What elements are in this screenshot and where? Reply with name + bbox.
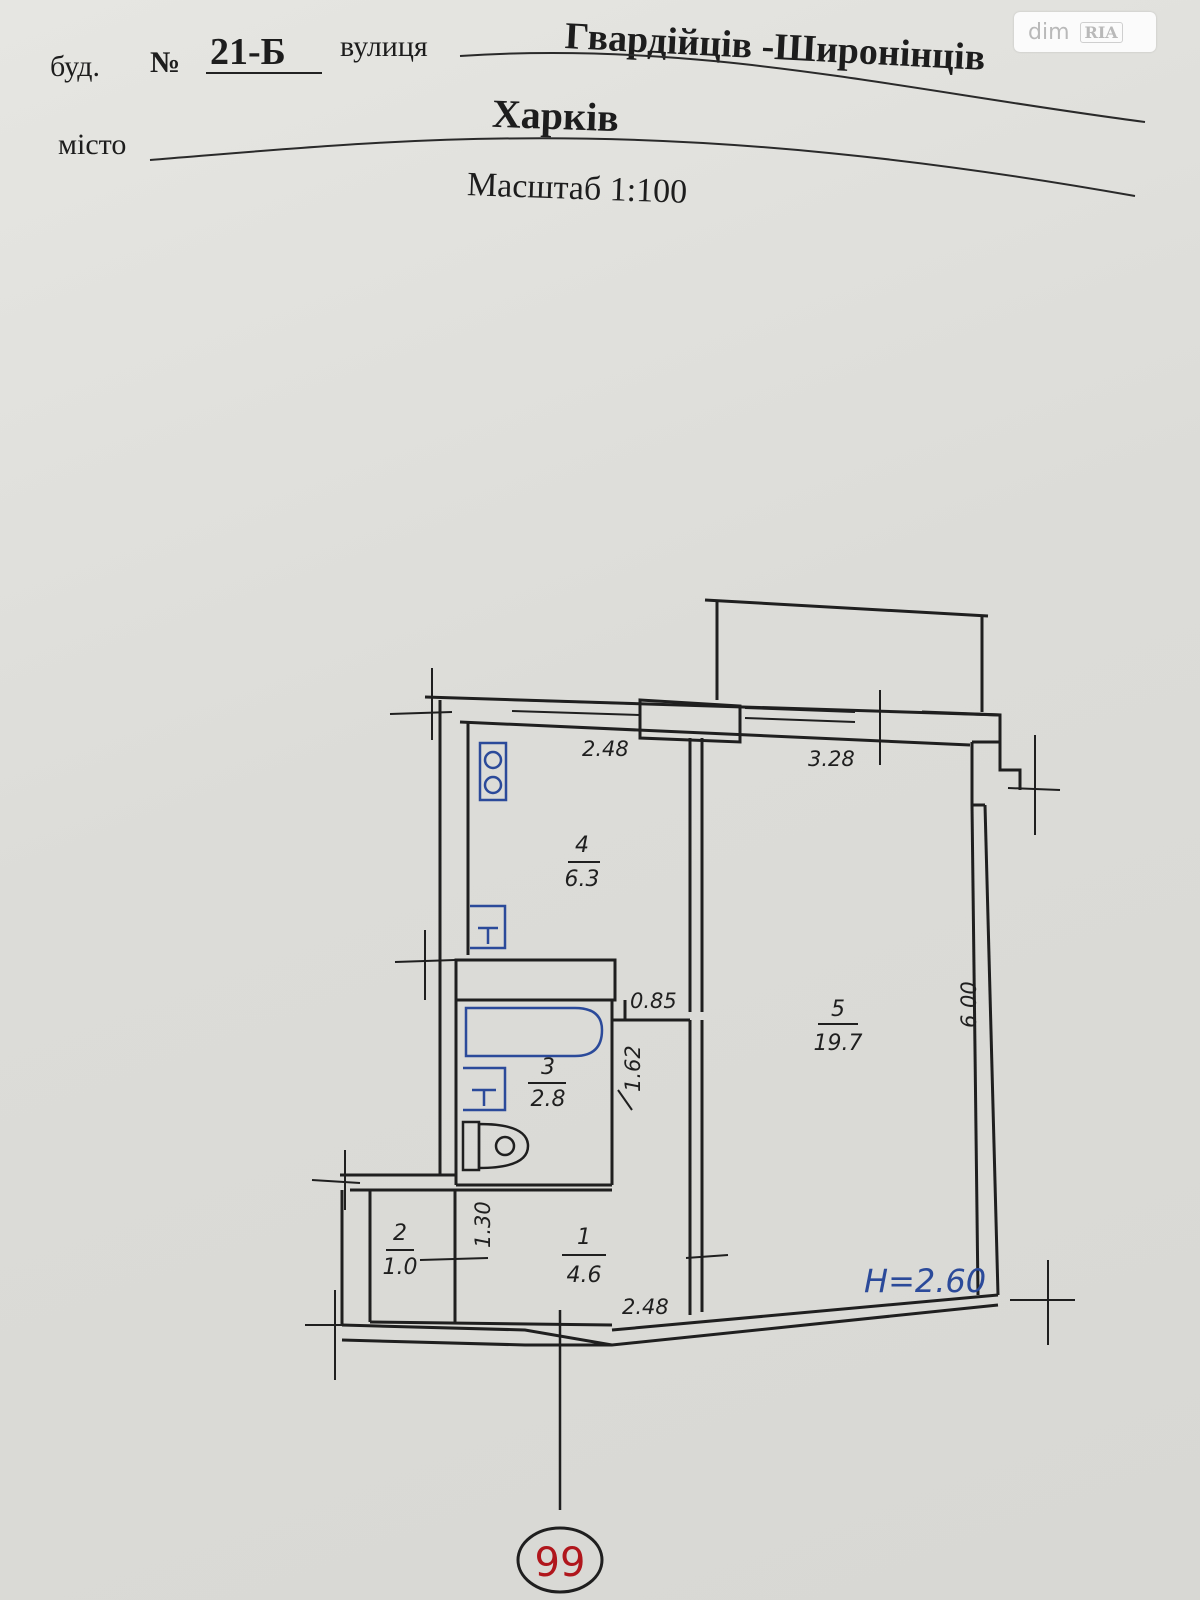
- room-fraction-lines: [386, 861, 858, 1256]
- room-5-number: 5: [831, 997, 845, 1022]
- ceiling-height: H=2.60: [864, 1262, 986, 1300]
- room-1-area: 4.6: [567, 1263, 602, 1288]
- room-3-number: 3: [541, 1055, 555, 1080]
- stove-icon: [478, 741, 508, 802]
- dim-room-length: 6.00: [957, 981, 981, 1028]
- street-label: вулиця: [340, 30, 428, 63]
- logo-ria-text: RIA: [1079, 21, 1123, 43]
- fixtures: [463, 741, 604, 1112]
- dimria-logo: dim RIA: [1014, 12, 1156, 52]
- logo-dim-text: dim: [1028, 19, 1070, 45]
- dim-bath-door: 0.85: [630, 989, 677, 1013]
- balcony: [704, 598, 989, 712]
- dim-hall-width: 2.48: [622, 1295, 669, 1319]
- room-3-area: 2.8: [531, 1087, 566, 1112]
- room-4-area: 6.3: [565, 867, 600, 892]
- room-4-number: 4: [575, 833, 589, 858]
- dim-kitchen-width: 2.48: [582, 737, 629, 761]
- room-1-number: 1: [577, 1225, 591, 1250]
- room-2-area: 1.0: [383, 1255, 418, 1280]
- number-sign: №: [150, 46, 181, 79]
- walls: [340, 695, 1022, 1347]
- city-underline: [149, 137, 1136, 197]
- city-label: місто: [58, 128, 127, 161]
- building-number: 21-Б: [210, 31, 286, 73]
- bath-sink-icon: [463, 1066, 507, 1112]
- room-2-number: 2: [393, 1221, 407, 1246]
- apartment-number-stamp: 99: [516, 1526, 604, 1594]
- apartment-number: 99: [535, 1540, 586, 1586]
- dim-storage-length: 1.30: [471, 1201, 495, 1248]
- building-number-underline: [206, 72, 322, 74]
- building-label: буд.: [50, 50, 100, 83]
- room-5-area: 19.7: [814, 1031, 863, 1056]
- dim-room-width: 3.28: [808, 747, 855, 771]
- kitchen-sink-icon: [470, 904, 507, 950]
- street-underline: [459, 51, 1146, 123]
- toilet-icon: [461, 1120, 530, 1172]
- break-marks: [305, 668, 1075, 1510]
- bathtub-icon: [464, 1006, 604, 1058]
- dim-bath-length: 1.62: [621, 1045, 645, 1092]
